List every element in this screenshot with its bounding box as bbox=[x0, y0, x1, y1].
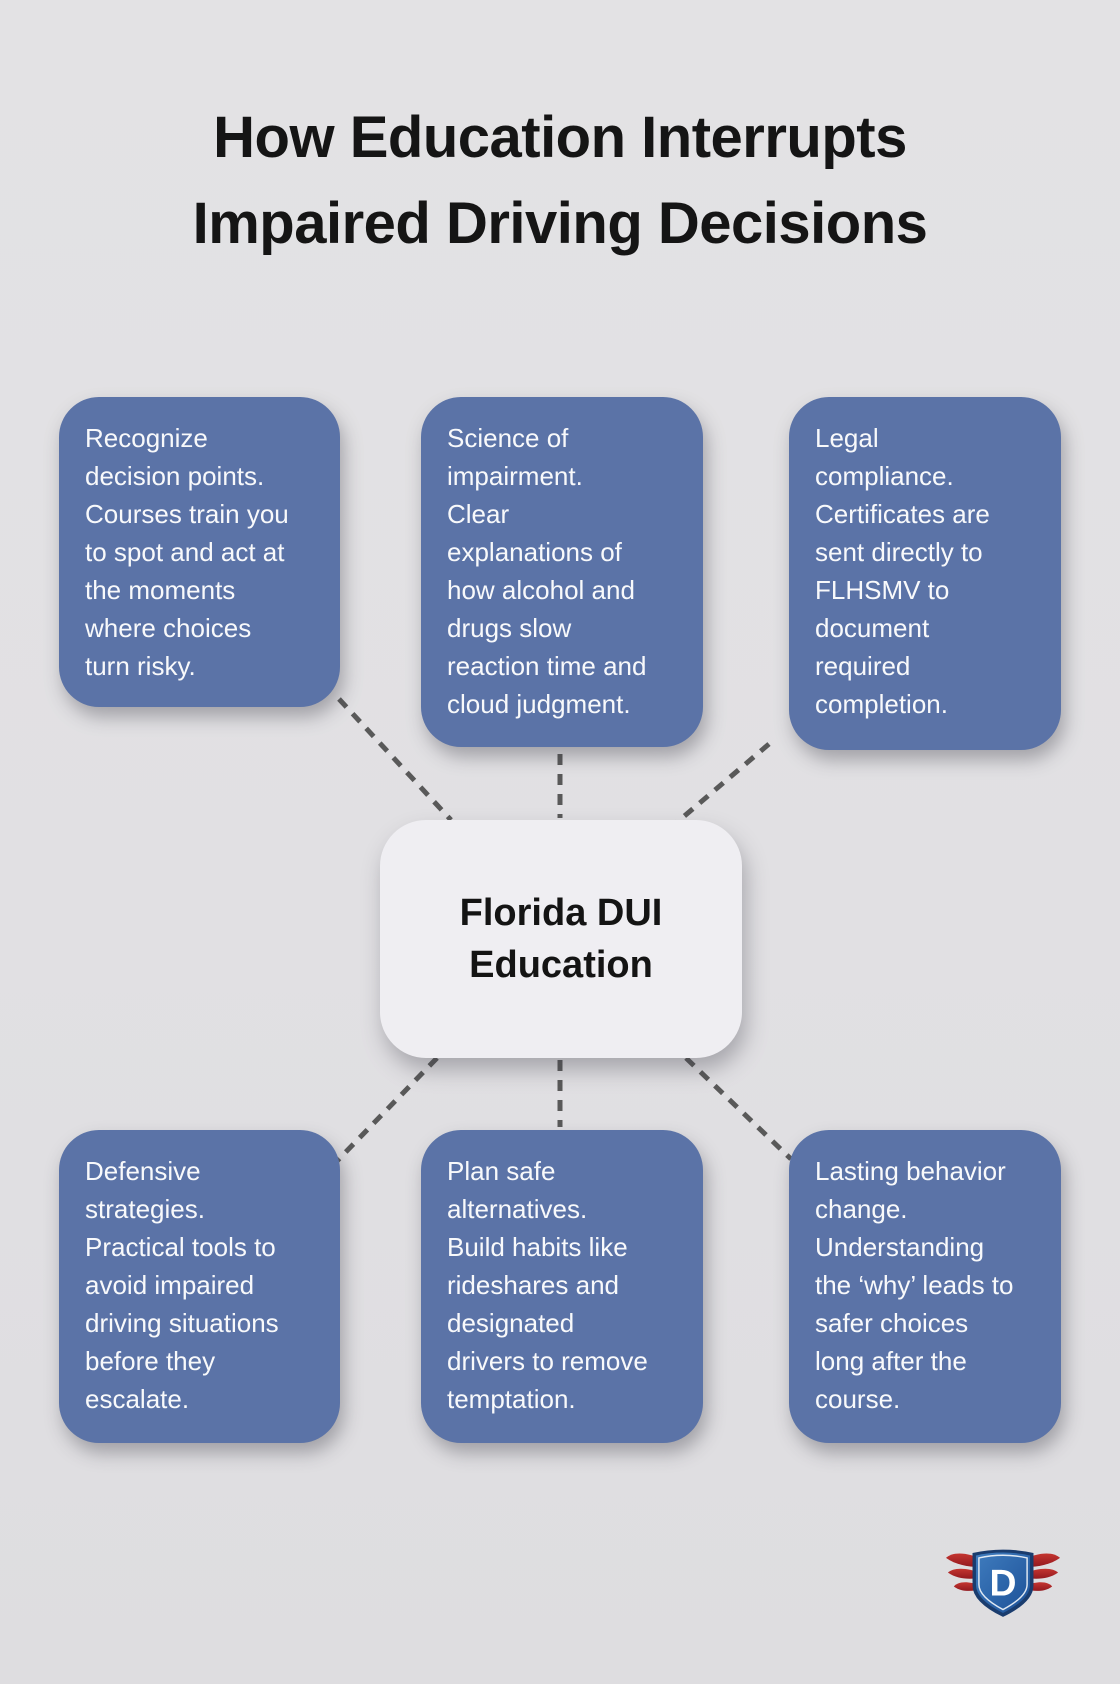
page-title: How Education Interrupts Impaired Drivin… bbox=[0, 95, 1120, 267]
logo-shield-icon: D bbox=[972, 1549, 1034, 1617]
center-node: Florida DUI Education bbox=[380, 820, 742, 1058]
page-title-line-1: How Education Interrupts bbox=[213, 105, 907, 170]
shield-wings-icon: D bbox=[945, 1549, 1061, 1617]
branch-card-legal-compliance: Legal compliance. Certificates are sent … bbox=[789, 397, 1061, 750]
branch-card-safe-alternatives: Plan safe alternatives. Build habits lik… bbox=[421, 1130, 703, 1443]
branch-card-behavior-change: Lasting behavior change. Understanding t… bbox=[789, 1130, 1061, 1443]
page-title-line-2: Impaired Driving Decisions bbox=[192, 191, 928, 256]
branch-card-science-of-impairment: Science of impairment. Clear explanation… bbox=[421, 397, 703, 747]
connector-top-right bbox=[673, 742, 771, 826]
branch-card-defensive-strategies: Defensive strategies. Practical tools to… bbox=[59, 1130, 340, 1443]
branch-card-decision-points: Recognize decision points. Courses train… bbox=[59, 397, 340, 707]
connector-bottom-left bbox=[335, 1056, 439, 1163]
connector-bottom-right bbox=[684, 1056, 793, 1161]
dui-brand-logo: D bbox=[944, 1546, 1062, 1620]
logo-letter: D bbox=[990, 1561, 1017, 1603]
